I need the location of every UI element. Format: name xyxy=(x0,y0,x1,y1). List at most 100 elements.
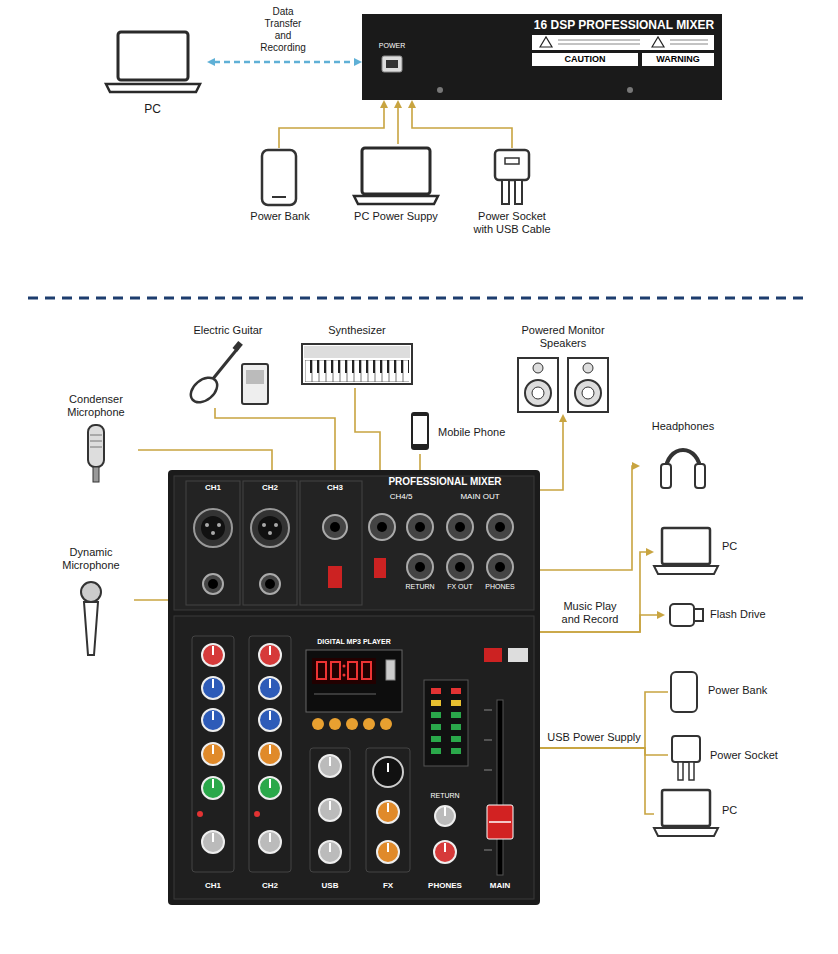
speaker-icon xyxy=(533,363,543,373)
usb-adapter-icon xyxy=(495,150,529,180)
mixer-front xyxy=(259,677,281,699)
device-label: Electric Guitar xyxy=(183,324,273,337)
cable-line xyxy=(215,408,335,470)
condenser-mic-icon xyxy=(90,435,102,436)
speaker-icon xyxy=(575,380,601,406)
mixer-front xyxy=(348,662,357,679)
mixer-front xyxy=(174,616,534,899)
mixer-front xyxy=(270,679,271,688)
cable-line xyxy=(419,454,421,470)
mixer-rear xyxy=(670,44,708,45)
mixer-front xyxy=(487,554,513,580)
panel-label: PHONES xyxy=(425,881,465,891)
mixer-front xyxy=(251,509,289,547)
mixer-front xyxy=(362,662,371,679)
panel-label: CH4/5 xyxy=(381,492,421,502)
headphones-icon xyxy=(695,464,705,488)
mixer-front xyxy=(415,562,425,572)
mixer-front xyxy=(455,522,465,532)
mixer-front xyxy=(445,807,446,816)
mixer-front xyxy=(484,740,492,741)
mixer-front xyxy=(484,770,492,771)
mixer-front xyxy=(243,481,297,605)
mixer-front xyxy=(388,763,389,772)
panel-label: CH3 xyxy=(315,483,355,493)
mixer-front xyxy=(213,711,214,720)
mixer-front xyxy=(407,514,433,540)
condenser-mic-icon xyxy=(90,441,102,442)
dynamic-mic-icon xyxy=(81,582,101,655)
mixer-front xyxy=(484,648,502,662)
laptop-icon xyxy=(662,790,710,826)
cable-connector xyxy=(540,748,668,755)
cable-line xyxy=(134,599,168,601)
mixer-front xyxy=(424,680,468,766)
mixer-front xyxy=(201,516,225,540)
cable-connector xyxy=(215,408,335,470)
connector-label: Data Transfer and Recording xyxy=(256,6,310,54)
mixer-front xyxy=(451,688,461,694)
usb-adapter-icon xyxy=(505,158,519,164)
mixer-front xyxy=(451,748,461,754)
mixer-front xyxy=(377,801,399,823)
mixer-front xyxy=(259,831,281,853)
mixer-front xyxy=(407,554,433,580)
cable-connector xyxy=(207,58,362,66)
mixer-front xyxy=(343,674,346,677)
condenser-mic-icon xyxy=(93,467,99,482)
mixer-front xyxy=(186,481,240,605)
mixer-front xyxy=(377,841,399,863)
mixer-front xyxy=(497,700,503,875)
laptop-icon xyxy=(654,790,718,836)
mixer-front xyxy=(346,718,358,730)
mixer-front xyxy=(434,841,456,863)
arrow-head xyxy=(354,58,362,66)
mixer-front xyxy=(331,662,340,679)
mixer-front xyxy=(329,718,341,730)
device-label: Synthesizer xyxy=(298,324,416,337)
dynamic-mic-icon xyxy=(81,582,101,602)
mixer-front xyxy=(312,658,376,684)
mixer-front xyxy=(508,648,528,662)
speaker-icon xyxy=(582,387,594,399)
device-label: Condenser Microphone xyxy=(56,393,136,419)
panel-label: PROFESSIONAL MIXER xyxy=(375,476,515,488)
laptop-icon xyxy=(354,196,438,204)
mixer-front xyxy=(431,688,441,694)
device-node: PC Power Suppy xyxy=(350,144,444,240)
mixer-front xyxy=(380,718,392,730)
mixer-rear xyxy=(558,40,640,41)
mixer-front xyxy=(388,803,389,812)
panel-label: FX OUT xyxy=(440,583,480,591)
mixer-rear xyxy=(532,35,714,50)
device-node: Headphones xyxy=(640,420,728,492)
mixer-front xyxy=(319,755,341,777)
mixer-front xyxy=(300,481,362,605)
mixer-rear xyxy=(532,53,638,66)
mixer-front xyxy=(431,724,441,730)
headphones-icon xyxy=(661,464,671,488)
mixer-front xyxy=(205,523,209,527)
mixer-front xyxy=(213,646,214,655)
mixer-front xyxy=(317,662,326,679)
laptop-icon xyxy=(106,84,200,92)
condenser-mic-icon xyxy=(90,447,102,448)
flash-drive-icon xyxy=(670,604,703,626)
device-label: Flash Drive xyxy=(710,608,780,621)
cable-connector xyxy=(394,100,402,144)
mixer-front xyxy=(270,779,271,788)
cable-line xyxy=(279,107,384,148)
mixer-front xyxy=(202,831,224,853)
mixer-front xyxy=(495,522,505,532)
cable-connector xyxy=(540,462,640,570)
panel-label: WARNING xyxy=(642,54,714,65)
mixer-front xyxy=(328,566,342,588)
mixer-rear xyxy=(362,14,722,100)
device-label: PC xyxy=(722,540,744,553)
usb-adapter-icon xyxy=(495,150,529,204)
mixer-front xyxy=(363,718,375,730)
laptop-icon xyxy=(118,32,188,80)
mixer-front xyxy=(203,574,223,594)
guitar-icon xyxy=(242,364,268,404)
